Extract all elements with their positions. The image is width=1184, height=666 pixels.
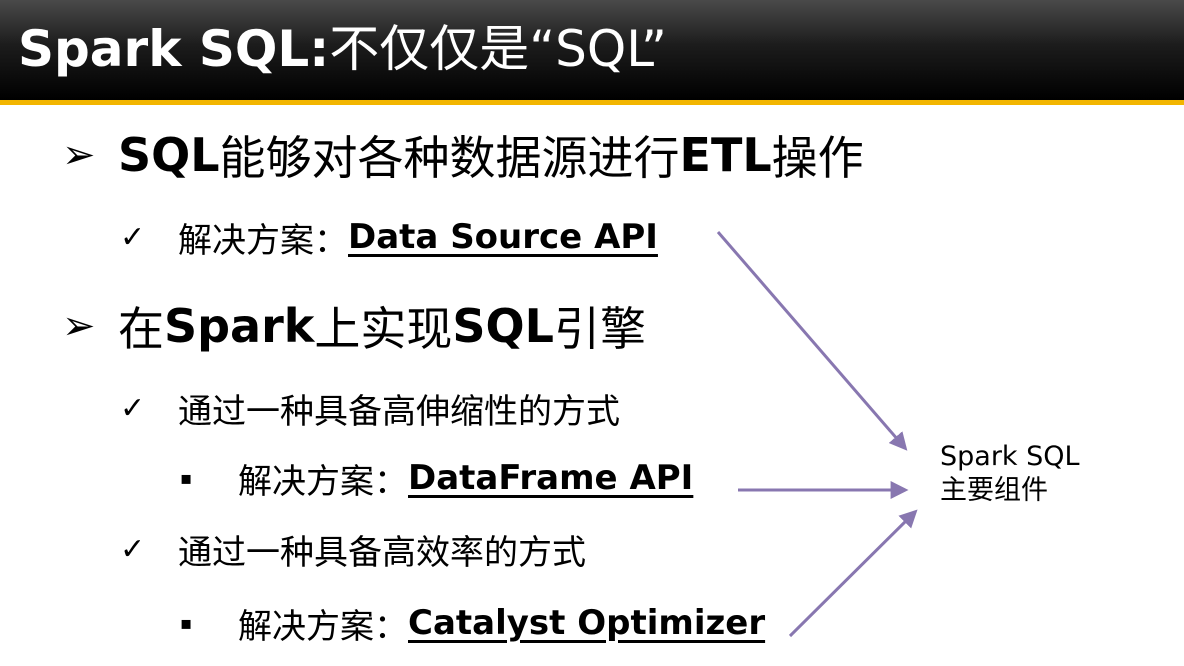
sub-dataframe: ▪ 解决方案：DataFrame API <box>180 453 693 503</box>
sub-datasource: ✓ 解决方案：Data Source API <box>120 212 658 262</box>
sub-catalyst: ▪ 解决方案：Catalyst Optimizer <box>180 598 765 648</box>
catalyst-optimizer-link[interactable]: Catalyst Optimizer <box>408 603 766 643</box>
component-label-subtitle: 主要组件 <box>940 475 1048 506</box>
check-icon: ✓ <box>120 390 146 426</box>
solution-label: 解决方案： <box>238 461 408 502</box>
square-bullet-icon: ▪ <box>180 612 193 634</box>
arrow-bullet-icon: ➢ <box>62 132 96 178</box>
title-english: Spark SQL: <box>18 20 330 78</box>
check-icon: ✓ <box>120 219 146 255</box>
square-bullet-icon: ▪ <box>180 467 193 489</box>
solution-label: 解决方案： <box>238 606 408 647</box>
bullet-engine-at: 在 <box>118 302 164 356</box>
arrow-bullet-icon: ➢ <box>62 303 96 349</box>
bullet-engine-spark: Spark <box>164 299 315 353</box>
sub-efficient: ✓ 通过一种具备高效率的方式 <box>120 524 586 574</box>
bullet-engine-impl: 上实现 <box>314 302 453 356</box>
bullet-etl-op: 操作 <box>771 131 864 185</box>
bullet-engine-engine: 引擎 <box>553 302 646 356</box>
component-label-title: Spark SQL <box>940 441 1080 472</box>
title-chinese: 不仅仅是“SQL” <box>329 20 667 78</box>
sub-scalable: ✓ 通过一种具备高伸缩性的方式 <box>120 383 620 433</box>
title-bar: Spark SQL:不仅仅是“SQL” <box>0 0 1184 100</box>
dataframe-api-link[interactable]: DataFrame API <box>408 458 694 498</box>
bullet-etl-etl: ETL <box>679 128 772 182</box>
arrow-catalyst <box>788 509 918 638</box>
datasource-api-link[interactable]: Data Source API <box>348 217 658 257</box>
arrow-datasource <box>716 231 908 451</box>
check-icon: ✓ <box>120 531 146 567</box>
scalable-text: 通过一种具备高伸缩性的方式 <box>178 391 620 432</box>
bullet-etl-sql: SQL <box>118 128 220 182</box>
slide-title: Spark SQL:不仅仅是“SQL” <box>18 14 667 84</box>
efficient-text: 通过一种具备高效率的方式 <box>178 532 586 573</box>
title-accent-line <box>0 100 1184 105</box>
component-label: Spark SQL 主要组件 <box>940 440 1080 508</box>
bullet-etl-text: 能够对各种数据源进行 <box>219 131 680 185</box>
bullet-engine-sql: SQL <box>452 299 554 353</box>
solution-label: 解决方案： <box>178 220 348 261</box>
